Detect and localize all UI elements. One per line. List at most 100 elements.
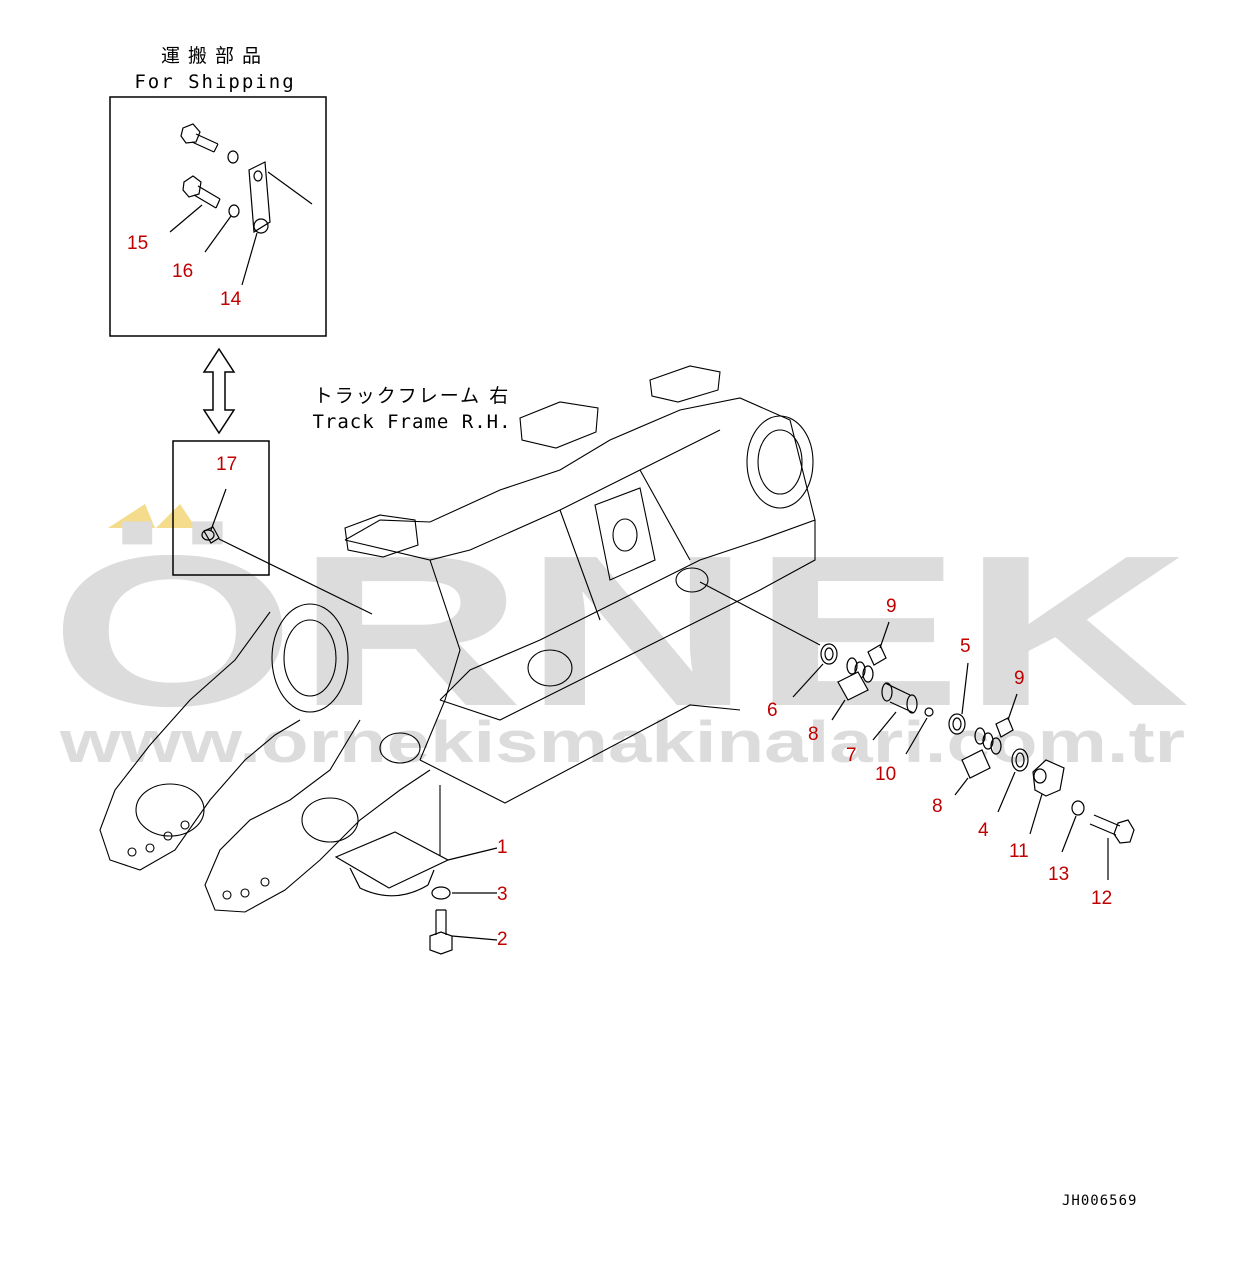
leader-17-to-frame <box>218 538 373 615</box>
watermark-accent-right <box>156 504 196 528</box>
frame-front-hub-inner <box>283 619 337 697</box>
frame-rear-hub-outer <box>746 415 814 509</box>
frame-front-hub-outer <box>271 603 349 713</box>
callout-9b: 9 <box>1014 668 1025 689</box>
oring-8b-1 <box>974 727 986 745</box>
seat-5-inner <box>952 717 962 731</box>
shipping-plate-14 <box>248 161 271 234</box>
ball-10 <box>924 707 934 717</box>
bolt-2-head <box>429 931 453 955</box>
cover-plate-1 <box>334 831 450 889</box>
leader-11 <box>1029 793 1043 835</box>
cover-11-boss <box>1033 768 1047 784</box>
callout-14: 14 <box>220 289 242 310</box>
leader-14 <box>241 232 258 286</box>
callout-5: 5 <box>960 636 971 657</box>
bolt-2 <box>435 909 447 935</box>
tag-9a <box>867 644 887 666</box>
frame-arm-bolt-4 <box>180 820 190 830</box>
callout-11: 11 <box>1009 841 1029 862</box>
pad-body <box>349 867 435 897</box>
callout-17: 17 <box>216 454 237 475</box>
tag-8a <box>837 671 869 701</box>
spool-7-end-a <box>881 682 893 702</box>
oring-8b-3 <box>990 737 1002 755</box>
washer-13 <box>1071 800 1085 816</box>
bolt-head-15 <box>182 175 202 198</box>
frame-front-arm-lower <box>204 719 431 913</box>
leader-1 <box>447 847 498 861</box>
shipping-parts <box>169 123 313 286</box>
callout-1: 1 <box>497 837 508 858</box>
bolt-head-upper <box>180 123 201 144</box>
leader-6 <box>792 663 824 698</box>
frame-arm-bolt-2 <box>145 843 155 853</box>
seal-4-inner <box>1015 752 1025 768</box>
plate-leader <box>267 171 313 205</box>
callout-6: 6 <box>767 700 778 721</box>
frame-front-arm-upper <box>99 611 301 871</box>
frame-top-plate-3 <box>649 365 721 403</box>
leader-7 <box>872 711 897 741</box>
bolt-shank-15 <box>193 185 221 209</box>
bolt-12-head <box>1113 819 1135 844</box>
leader-9a <box>879 621 890 649</box>
callout-7: 7 <box>846 745 857 766</box>
bolt-12-shank <box>1089 814 1121 836</box>
leader-2 <box>451 935 498 941</box>
frame-arm-boss-lower <box>301 797 359 843</box>
frame-side-face <box>419 469 691 761</box>
frame-bottom-boss <box>527 649 573 687</box>
leader-15 <box>169 204 203 233</box>
frame-upper-ridge <box>344 429 721 561</box>
callout-13: 13 <box>1048 864 1069 885</box>
watermark-url: www.ornekismakinalari.com.tr <box>59 710 1185 775</box>
plate-hole-top <box>253 170 263 182</box>
leader-13 <box>1061 815 1077 853</box>
callout-15: 15 <box>127 233 148 254</box>
seal-6-inner <box>824 647 834 661</box>
leader-16 <box>204 215 232 253</box>
frame-side-plate <box>594 487 656 581</box>
frame-rear-hub-inner <box>757 429 803 495</box>
callout-8b: 8 <box>932 796 943 817</box>
frame-box-outline <box>419 704 741 804</box>
washer-16 <box>228 204 240 218</box>
callout-16: 16 <box>172 261 193 282</box>
frame-top-face <box>344 397 816 701</box>
drawing-code: JH006569 <box>1062 1193 1137 1209</box>
bolt-shank-upper <box>191 133 219 153</box>
leader-8a <box>831 699 846 721</box>
callout-9a: 9 <box>886 596 897 617</box>
leader-4 <box>997 771 1016 813</box>
frame-side-plate-hole <box>612 518 638 552</box>
frame-arm-boss-upper <box>135 783 205 837</box>
leader-9b <box>1007 693 1018 721</box>
spool-7 <box>884 682 915 714</box>
leader-17 <box>210 488 227 531</box>
washer-upper <box>227 150 239 164</box>
callout-8a: 8 <box>808 724 819 745</box>
frame-lower-edge <box>439 520 816 721</box>
callout-10: 10 <box>875 764 896 785</box>
frame-arm-bolt-7 <box>260 877 270 887</box>
valve-parts <box>792 621 1135 880</box>
frame-leader-valve <box>699 581 821 646</box>
frame-title-jp: トラックフレーム 右 <box>314 385 510 407</box>
tag-9b <box>995 717 1014 738</box>
tag-8b <box>961 749 991 779</box>
plate-boss-bottom <box>253 218 269 234</box>
frame-arm-bolt-1 <box>127 847 137 857</box>
callout-labels: 1 2 3 4 5 6 7 8 8 9 9 10 11 12 13 14 15 … <box>127 233 1112 950</box>
seal-6 <box>820 643 838 665</box>
leader-8b <box>954 777 969 796</box>
seal-4 <box>1011 748 1029 772</box>
spool-7-end-b <box>906 694 918 714</box>
frame-arm-bolt-5 <box>222 890 232 900</box>
plug-detail-box <box>172 440 270 576</box>
frame-bottom-boss-2 <box>379 732 421 764</box>
oring-8a-3 <box>862 665 874 683</box>
shipping-parts-box <box>109 96 327 337</box>
shipping-title-jp: 運搬部品 <box>161 45 269 67</box>
